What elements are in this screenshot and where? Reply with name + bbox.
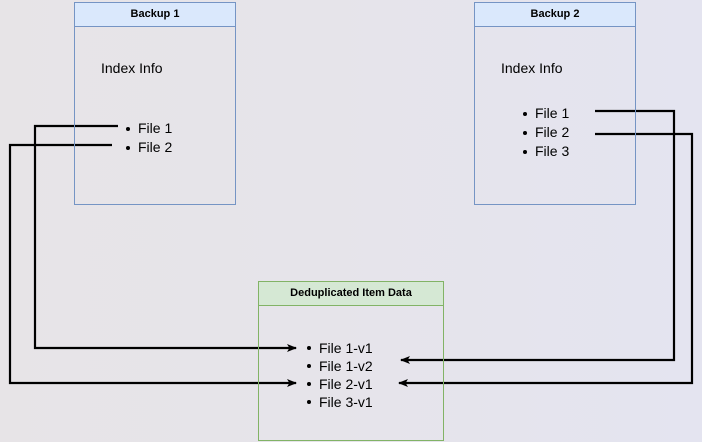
edge-b2-file1-to-file1v2 bbox=[400, 109, 676, 364]
edge-b1-file1-to-file1v1 bbox=[33, 124, 297, 352]
backup-2-file-item[interactable]: File 2 bbox=[522, 123, 569, 142]
backup-1-file-list: File 1 File 2 bbox=[125, 119, 172, 157]
backup-1-index-info-label: Index Info bbox=[101, 60, 163, 76]
node-backup-1-body: Index Info File 1 File 2 bbox=[75, 27, 235, 204]
node-backup-2-body: Index Info File 1 File 2 File 3 bbox=[475, 27, 635, 204]
backup-2-file-item[interactable]: File 1 bbox=[522, 104, 569, 123]
node-deduplicated-item-data-title: Deduplicated Item Data bbox=[259, 282, 443, 306]
backup-1-file-item[interactable]: File 2 bbox=[125, 138, 172, 157]
edge-b1-file2-to-file2v1 bbox=[8, 143, 297, 387]
dedup-file-item[interactable]: File 1-v1 bbox=[306, 339, 373, 357]
node-deduplicated-item-data[interactable]: Deduplicated Item Data File 1-v1 File 1-… bbox=[258, 281, 444, 441]
node-backup-2[interactable]: Backup 2 Index Info File 1 File 2 File 3 bbox=[474, 2, 636, 205]
node-backup-1[interactable]: Backup 1 Index Info File 1 File 2 bbox=[74, 2, 236, 205]
backup-2-file-item[interactable]: File 3 bbox=[522, 142, 569, 161]
dedup-file-item[interactable]: File 2-v1 bbox=[306, 375, 373, 393]
backup-2-index-info-label: Index Info bbox=[501, 60, 563, 76]
dedup-file-list: File 1-v1 File 1-v2 File 2-v1 File 3-v1 bbox=[306, 339, 373, 411]
dedup-file-item[interactable]: File 3-v1 bbox=[306, 393, 373, 411]
node-deduplicated-item-data-body: File 1-v1 File 1-v2 File 2-v1 File 3-v1 bbox=[259, 306, 443, 440]
node-backup-2-title: Backup 2 bbox=[475, 3, 635, 27]
node-backup-1-title: Backup 1 bbox=[75, 3, 235, 27]
edge-b2-file2-to-file2v1 bbox=[398, 132, 694, 387]
dedup-file-item[interactable]: File 1-v2 bbox=[306, 357, 373, 375]
backup-2-file-list: File 1 File 2 File 3 bbox=[522, 104, 569, 161]
backup-1-file-item[interactable]: File 1 bbox=[125, 119, 172, 138]
